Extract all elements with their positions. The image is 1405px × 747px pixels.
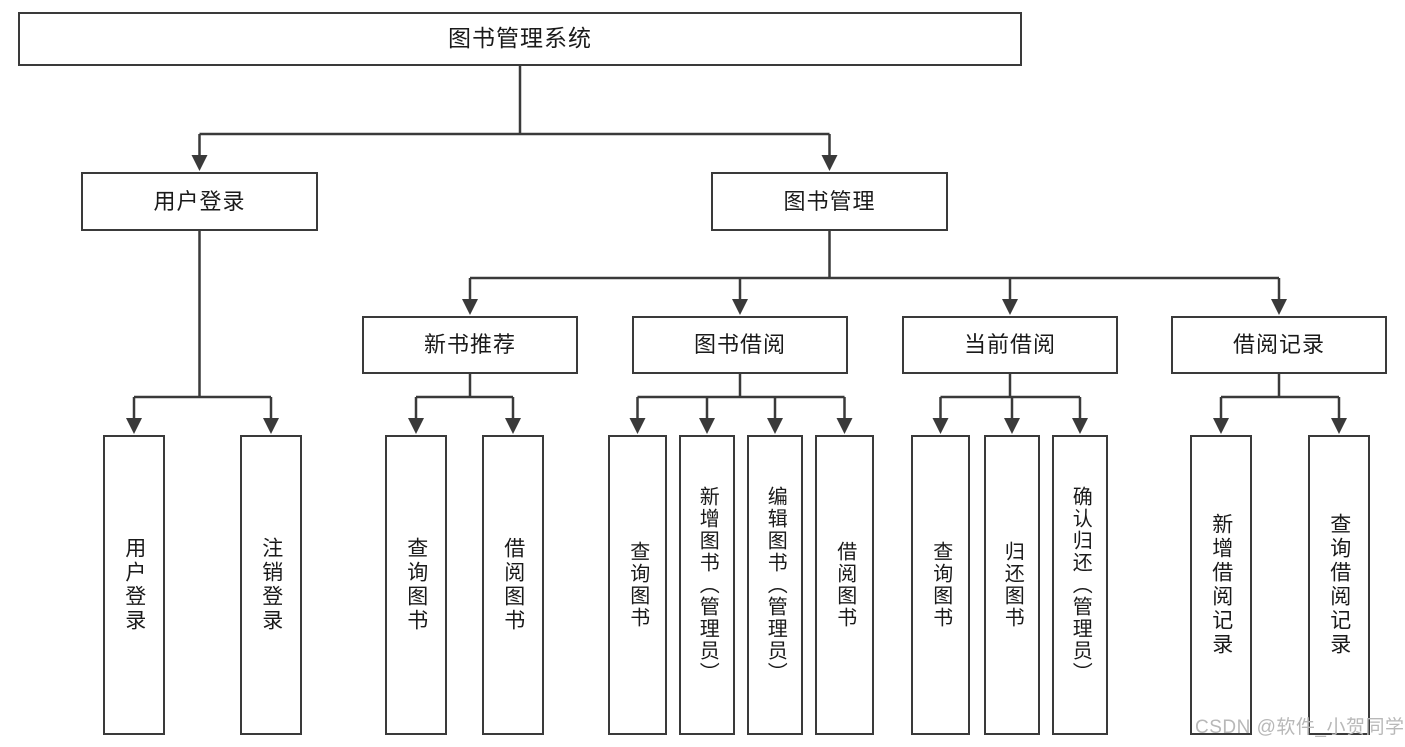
node-leaf-add-record[interactable]: 新增借阅记录	[1190, 435, 1252, 735]
arrowhead-book-manage-to-book-borrow	[732, 299, 748, 315]
node-leaf-borrow-book-2[interactable]: 借阅图书	[815, 435, 874, 735]
node-label-leaf-add-record: 新增借阅记录	[1209, 513, 1233, 657]
arrowhead-book-manage-to-new-book-rec	[462, 299, 478, 315]
edge-group-current-borrow	[939, 374, 1082, 420]
node-label-book-borrow: 图书借阅	[693, 332, 786, 358]
arrowhead-root-to-user-login	[191, 155, 208, 171]
node-leaf-query-book-2[interactable]: 查询图书	[608, 435, 667, 735]
node-book-manage[interactable]: 图书管理	[711, 172, 948, 231]
arrowhead-user-login-to-leaf-logout	[263, 418, 279, 434]
arrowhead-new-book-rec-to-leaf-borrow-book-1	[505, 418, 521, 434]
node-label-book-manage: 图书管理	[783, 188, 876, 214]
arrowhead-book-borrow-to-leaf-edit-book	[767, 418, 783, 434]
node-label-leaf-borrow-book-1: 借阅图书	[501, 537, 525, 633]
node-leaf-borrow-book-1[interactable]: 借阅图书	[482, 435, 544, 735]
edge-group-new-book-rec	[414, 374, 515, 420]
node-label-leaf-logout: 注销登录	[259, 537, 283, 633]
node-leaf-query-book-3[interactable]: 查询图书	[911, 435, 970, 735]
node-leaf-add-book[interactable]: 新增图书（管理员）	[679, 435, 735, 735]
arrowhead-current-borrow-to-leaf-return-book	[1004, 418, 1020, 434]
arrowhead-book-manage-to-current-borrow	[1002, 299, 1018, 315]
node-label-borrow-record: 借阅记录	[1232, 332, 1325, 358]
node-label-leaf-return-book: 归还图书	[1001, 541, 1024, 629]
node-label-leaf-query-book-3: 查询图书	[929, 541, 952, 629]
arrowhead-book-manage-to-borrow-record	[1271, 299, 1287, 315]
node-label-leaf-confirm-return: 确认归还（管理员）	[1069, 486, 1092, 684]
node-label-leaf-user-login: 用户登录	[122, 537, 146, 633]
csdn-watermark: CSDN @软件_小贺同学	[1195, 717, 1405, 738]
node-borrow-record[interactable]: 借阅记录	[1171, 316, 1387, 374]
node-label-user-login: 用户登录	[153, 188, 246, 214]
edge-group-book-borrow	[636, 374, 846, 420]
edge-group-borrow-record	[1219, 374, 1341, 420]
node-label-leaf-borrow-book-2: 借阅图书	[833, 541, 856, 629]
edge-group-book-manage	[468, 231, 1281, 301]
node-label-leaf-query-record: 查询借阅记录	[1327, 513, 1351, 657]
node-label-leaf-query-book-2: 查询图书	[626, 541, 649, 629]
node-new-book-rec[interactable]: 新书推荐	[362, 316, 578, 374]
node-label-new-book-rec: 新书推荐	[423, 332, 516, 358]
node-leaf-return-book[interactable]: 归还图书	[984, 435, 1040, 735]
node-leaf-logout[interactable]: 注销登录	[240, 435, 302, 735]
arrowhead-new-book-rec-to-leaf-query-book-1	[408, 418, 424, 434]
node-label-current-borrow: 当前借阅	[963, 332, 1056, 358]
node-root[interactable]: 图书管理系统	[18, 12, 1022, 66]
edge-group-user-login	[132, 231, 273, 420]
node-leaf-confirm-return[interactable]: 确认归还（管理员）	[1052, 435, 1108, 735]
node-leaf-edit-book[interactable]: 编辑图书（管理员）	[747, 435, 803, 735]
arrowhead-borrow-record-to-leaf-query-record	[1331, 418, 1347, 434]
arrowhead-book-borrow-to-leaf-add-book	[699, 418, 715, 434]
node-user-login[interactable]: 用户登录	[81, 172, 318, 231]
arrowhead-book-borrow-to-leaf-borrow-book-2	[836, 418, 853, 434]
arrowhead-user-login-to-leaf-user-login	[126, 418, 142, 434]
arrowhead-root-to-book-manage	[821, 155, 838, 171]
arrowhead-book-borrow-to-leaf-query-book-2	[629, 418, 646, 434]
node-current-borrow[interactable]: 当前借阅	[902, 316, 1118, 374]
node-label-root: 图书管理系统	[448, 25, 592, 52]
node-leaf-query-record[interactable]: 查询借阅记录	[1308, 435, 1370, 735]
arrowhead-current-borrow-to-leaf-query-book-3	[932, 418, 949, 434]
node-book-borrow[interactable]: 图书借阅	[632, 316, 848, 374]
arrowhead-current-borrow-to-leaf-confirm-return	[1072, 418, 1088, 434]
node-label-leaf-edit-book: 编辑图书（管理员）	[764, 486, 787, 684]
arrowhead-borrow-record-to-leaf-add-record	[1213, 418, 1229, 434]
node-label-leaf-query-book-1: 查询图书	[404, 537, 428, 633]
edge-group-root	[198, 66, 831, 157]
node-leaf-user-login[interactable]: 用户登录	[103, 435, 165, 735]
node-leaf-query-book-1[interactable]: 查询图书	[385, 435, 447, 735]
node-label-leaf-add-book: 新增图书（管理员）	[696, 486, 719, 684]
